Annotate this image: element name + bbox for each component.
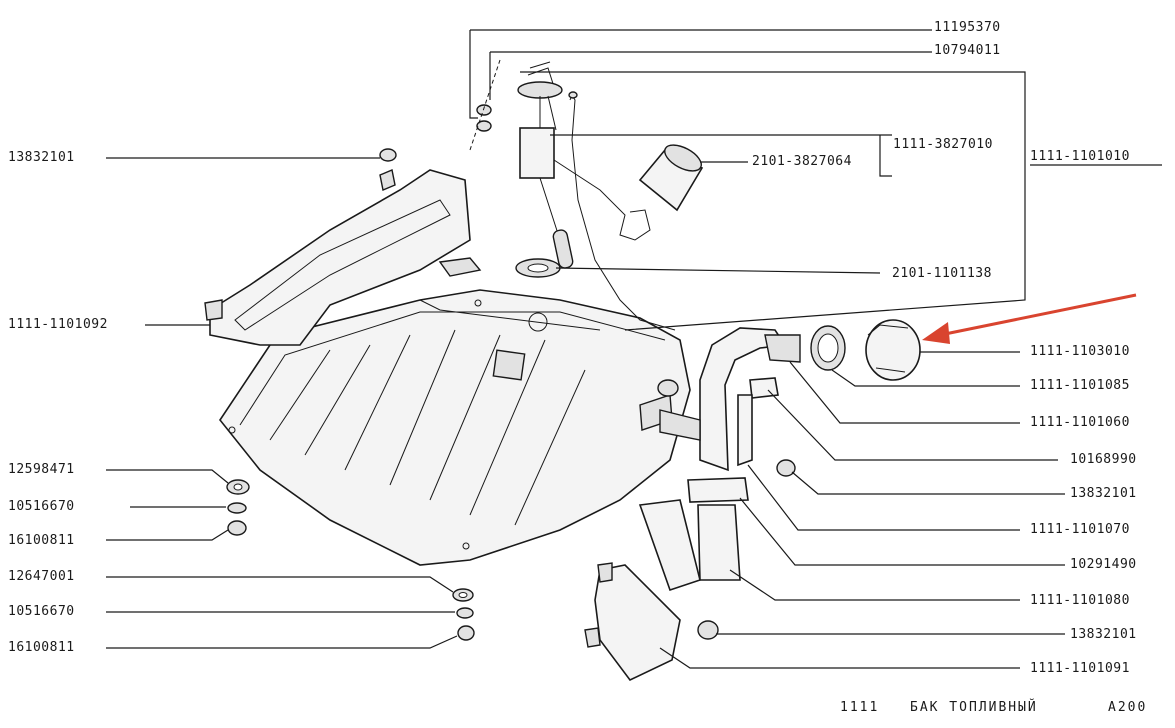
sender-gasket (515, 258, 561, 278)
label-12647001: 12647001 (8, 569, 75, 584)
fuel-tank (219, 289, 691, 566)
label-1111-1101060: 1111-1101060 (1030, 415, 1130, 430)
label-1111-1101085: 1111-1101085 (1030, 378, 1130, 393)
filter-sock (638, 144, 704, 212)
label-13832101-bottom: 13832101 (1070, 627, 1137, 642)
label-16100811-b: 16100811 (8, 640, 75, 655)
footer-title: БАК ТОПЛИВНЫЙ (910, 700, 1038, 715)
label-1111-1101010: 1111-1101010 (1030, 149, 1130, 164)
label-10168990: 10168990 (1070, 452, 1137, 467)
label-12598471: 12598471 (8, 462, 75, 477)
left-washers (226, 479, 475, 641)
label-10516670-a: 10516670 (8, 499, 75, 514)
label-16100811-a: 16100811 (8, 533, 75, 548)
heat-shield-left (204, 169, 482, 346)
label-13832101-top: 13832101 (8, 150, 75, 165)
label-2101-1101138: 2101-1101138 (892, 266, 992, 281)
label-1111-3827010: 1111-3827010 (893, 137, 993, 152)
label-10516670-b: 10516670 (8, 604, 75, 619)
label-11195370: 11195370 (934, 20, 1001, 35)
footer-code: А200 (1108, 700, 1148, 715)
fuel-sender-unit (517, 61, 676, 331)
label-13832101-mid: 13832101 (1070, 486, 1137, 501)
label-2101-3827064: 2101-3827064 (752, 154, 852, 169)
filler-neck (638, 319, 921, 640)
label-1111-1103010: 1111-1103010 (1030, 344, 1130, 359)
label-10291490: 10291490 (1070, 557, 1137, 572)
red-arrow (922, 293, 1137, 344)
label-1111-1101070: 1111-1101070 (1030, 522, 1130, 537)
footer-model: 1111 (840, 700, 880, 715)
label-1111-1101080: 1111-1101080 (1030, 593, 1130, 608)
top-nuts (379, 59, 501, 162)
heat-shield-lower (584, 562, 681, 682)
label-1111-1101092: 1111-1101092 (8, 317, 108, 332)
leader-lines (106, 29, 1162, 669)
label-1111-1101091: 1111-1101091 (1030, 661, 1130, 676)
label-10794011: 10794011 (934, 43, 1001, 58)
